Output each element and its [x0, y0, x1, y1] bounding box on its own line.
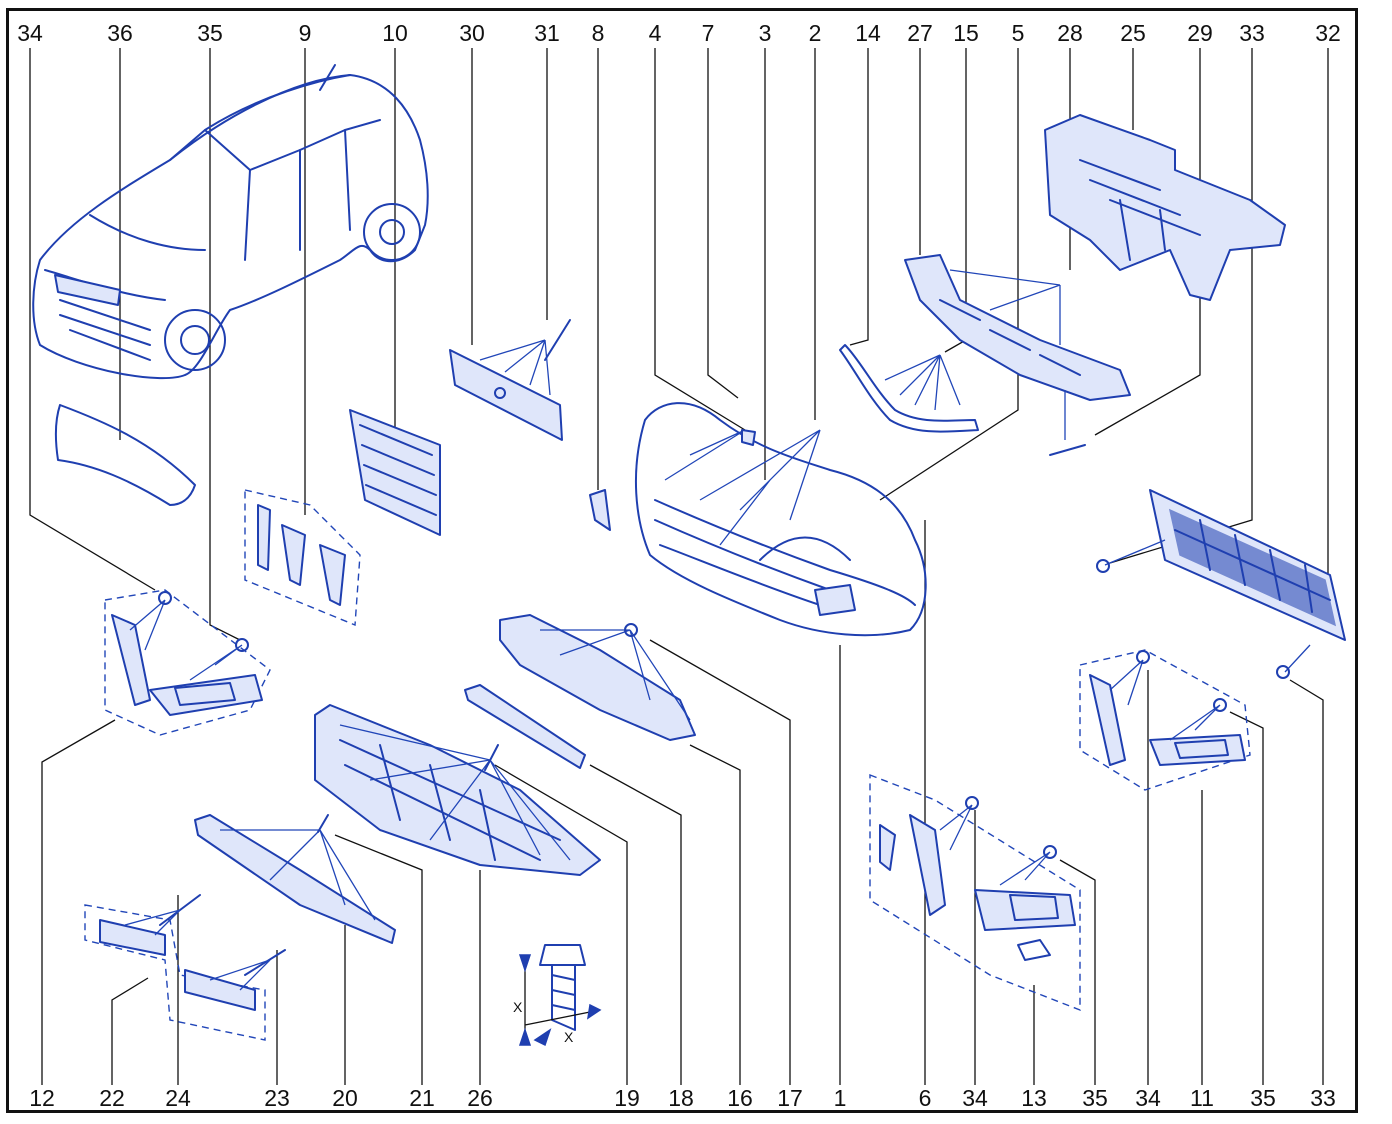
callout-bottom-21-5: 21 [409, 1085, 435, 1111]
diagram-frame [6, 8, 1358, 1113]
callout-top-28-16: 28 [1057, 20, 1083, 46]
callout-top-14-12: 14 [855, 20, 881, 46]
callout-top-3-10: 3 [758, 20, 772, 46]
callout-bottom-23-3: 23 [264, 1085, 290, 1111]
part-22-24-trims [84, 894, 286, 1041]
part-11-lamp-group [1079, 649, 1251, 791]
callout-bottom-35-15: 35 [1082, 1085, 1108, 1111]
part-14-strip [839, 344, 979, 433]
callout-bottom-18-8: 18 [668, 1085, 694, 1111]
callout-bottom-24-2: 24 [165, 1085, 191, 1111]
callout-bottom-33-19: 33 [1310, 1085, 1336, 1111]
callout-bottom-26-6: 26 [467, 1085, 493, 1111]
callout-top-9-3: 9 [298, 20, 312, 46]
part-13-lamp-group [869, 773, 1081, 1012]
leader-lines [29, 48, 1329, 1085]
callout-top-4-8: 4 [648, 20, 662, 46]
callout-bottom-13-14: 13 [1021, 1085, 1047, 1111]
part-25-crossmember [1044, 114, 1286, 301]
part-20-strip [194, 814, 396, 944]
callout-top-33-19: 33 [1239, 20, 1265, 46]
part-26-undertray [314, 704, 601, 876]
callout-bottom-35-18: 35 [1250, 1085, 1276, 1111]
part-8-clip [589, 489, 611, 531]
callout-bottom-12-0: 12 [29, 1085, 55, 1111]
car-overview [32, 64, 429, 380]
callout-top-29-18: 29 [1187, 20, 1213, 46]
callout-top-2-11: 2 [808, 20, 822, 46]
callout-bottom-6-12: 6 [918, 1085, 932, 1111]
callout-bottom-11-17: 11 [1190, 1085, 1214, 1111]
measure-label-diagonal: X [564, 1029, 574, 1045]
callout-bottom-16-9: 16 [727, 1085, 753, 1111]
callout-top-25-17: 25 [1120, 20, 1146, 46]
part-30-plate-holder [449, 319, 571, 441]
part-10-panel [349, 409, 441, 536]
callout-top-30-5: 30 [459, 20, 485, 46]
callout-top-36-1: 36 [107, 20, 133, 46]
callout-bottom-17-10: 17 [777, 1085, 803, 1111]
callout-bottom-34-16: 34 [1135, 1085, 1161, 1111]
callout-top-10-4: 10 [382, 20, 408, 46]
callout-bottom-1-11: 1 [833, 1085, 847, 1111]
callout-top-15-14: 15 [953, 20, 979, 46]
part-18-bar [464, 684, 586, 769]
callout-bottom-34-13: 34 [962, 1085, 988, 1111]
callout-top-5-15: 5 [1011, 20, 1025, 46]
part-27-absorber [904, 254, 1131, 456]
part-12-lamp-group [104, 589, 271, 736]
part-32-radiator [1096, 489, 1346, 679]
bolt-detail: X X [513, 944, 602, 1047]
callout-top-8-7: 8 [591, 20, 605, 46]
callout-top-34-0: 34 [17, 20, 43, 46]
measure-label-vertical: X [513, 999, 523, 1015]
part-9-brackets [244, 489, 361, 627]
callout-top-31-6: 31 [534, 20, 560, 46]
part-36-grille [54, 404, 196, 506]
callout-top-27-13: 27 [907, 20, 933, 46]
callout-bottom-19-7: 19 [614, 1085, 640, 1111]
callout-bottom-22-1: 22 [99, 1085, 125, 1111]
callout-top-7-9: 7 [701, 20, 715, 46]
callout-top-35-2: 35 [197, 20, 223, 46]
part-16-lower-strip [499, 614, 696, 741]
callout-top-32-20: 32 [1315, 20, 1341, 46]
callout-bottom-20-4: 20 [332, 1085, 358, 1111]
part-1-bumper [634, 402, 927, 637]
